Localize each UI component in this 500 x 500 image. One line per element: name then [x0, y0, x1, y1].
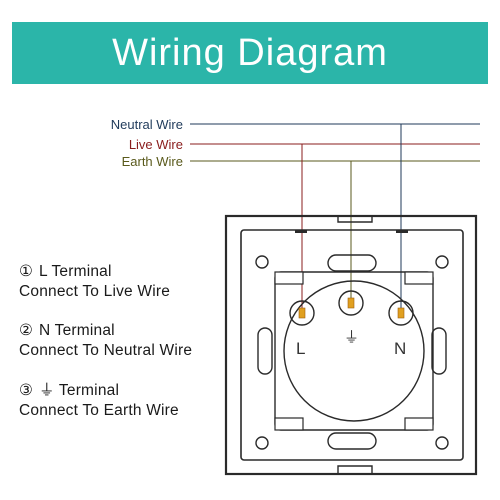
top-notch-left	[295, 230, 307, 233]
terminal-n-text: Connect To Neutral Wire	[19, 342, 193, 359]
bottom-slot	[327, 432, 377, 450]
terminal-earth-desc: ③ ⏚ Terminal Connect To Earth Wire	[19, 381, 179, 421]
terminal-l-desc: ① L Terminal Connect To Live Wire	[19, 262, 170, 302]
panel-earth-symbol: ⏚	[344, 328, 360, 346]
live-wire-label: Live Wire	[128, 137, 183, 152]
terminal-l-text: Connect To Live Wire	[19, 283, 171, 300]
corner-hole-br	[435, 436, 449, 450]
top-tab	[337, 216, 373, 223]
corner-hole-tl	[255, 255, 269, 269]
panel-n-label: N	[394, 339, 407, 358]
marker-3: ③	[19, 382, 34, 399]
page-title: Wiring Diagram	[112, 31, 388, 74]
live-terminal-screw	[289, 300, 315, 326]
left-slot	[257, 327, 273, 375]
terminal-l-title: L Terminal	[39, 263, 112, 280]
panel-l-label: L	[296, 339, 306, 358]
earth-terminal-screw	[338, 290, 364, 316]
neutral-wire-label: Neutral Wire	[110, 117, 183, 132]
top-slot	[327, 254, 377, 272]
bottom-tab	[337, 465, 373, 474]
terminal-n-desc: ② N Terminal Connect To Neutral Wire	[19, 321, 192, 361]
earth-wire-label: Earth Wire	[121, 154, 183, 169]
terminal-earth-text: Connect To Earth Wire	[19, 402, 179, 419]
marker-1: ①	[19, 263, 34, 280]
right-slot	[431, 327, 447, 375]
terminal-n-title: N Terminal	[39, 322, 115, 339]
marker-2: ②	[19, 322, 34, 339]
neutral-terminal-screw	[388, 300, 414, 326]
terminal-earth-title: ⏚ Terminal	[39, 382, 120, 399]
top-notch-right	[396, 230, 408, 233]
corner-hole-bl	[255, 436, 269, 450]
corner-hole-tr	[435, 255, 449, 269]
title-banner: Wiring Diagram	[12, 22, 488, 84]
